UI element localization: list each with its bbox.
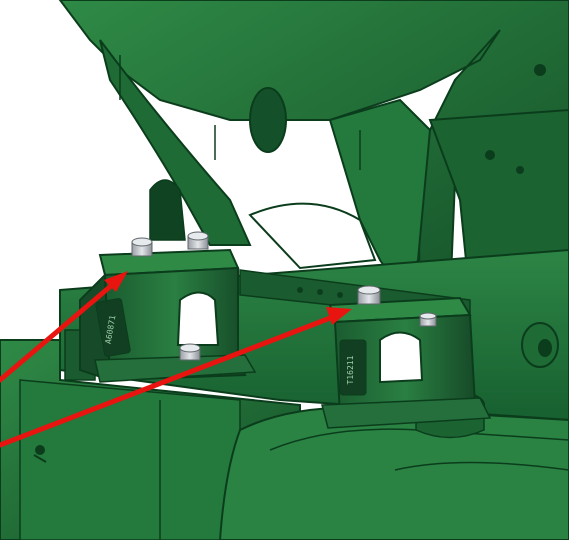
lower-hood: [0, 339, 569, 540]
right-isolator-mount: T16211: [321, 296, 492, 429]
right-mount-bolt-icon: [357, 285, 381, 305]
left-mount-rear-bolt-icon: [187, 231, 209, 250]
right-mount-part-number: T16211: [346, 355, 355, 384]
left-mount-bolt-icon: [131, 237, 153, 257]
bolt-hole-icon: [35, 445, 45, 455]
left-mount-lower-bolt-icon: [179, 343, 201, 361]
right-mount-rear-bolt-icon: [419, 312, 437, 327]
arrow-to-left-mount-bolt-icon: [0, 271, 128, 383]
upper-frame-bracket: [58, 0, 569, 301]
bolt-heads: [131, 231, 437, 361]
arrow-to-right-mount-bolt-icon: [0, 307, 352, 448]
left-isolator-mount: A60871: [64, 248, 257, 383]
annotation-arrows: [0, 271, 352, 448]
